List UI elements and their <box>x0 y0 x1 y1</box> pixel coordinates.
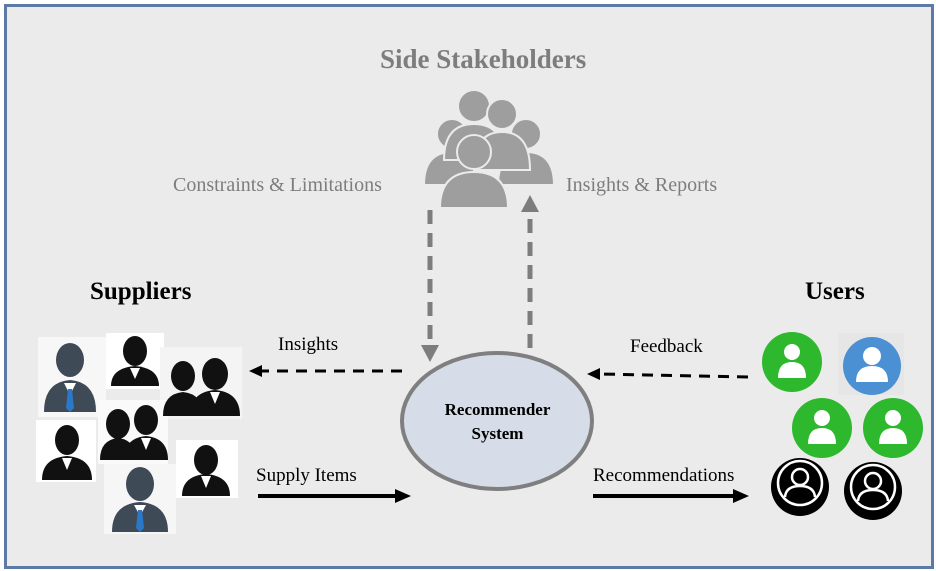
recommender-system-node <box>400 351 594 491</box>
supplier-pair-icon <box>100 405 168 460</box>
supply-items-label: Supply Items <box>256 465 357 486</box>
user-avatar-icon <box>844 462 902 520</box>
stakeholders-group-icon <box>422 89 556 209</box>
feedback-arrowhead <box>587 368 600 380</box>
user-avatar-icon <box>838 333 904 395</box>
suppliers-collage <box>36 333 242 534</box>
user-avatar-icon <box>863 398 923 458</box>
insights-label: Insights <box>278 334 339 355</box>
constraints-arrowhead <box>421 345 439 362</box>
insights-arrowhead <box>249 365 262 377</box>
feedback-label: Feedback <box>630 336 703 357</box>
user-avatar-icon <box>762 332 822 392</box>
supplier-avatar-icon <box>44 343 96 412</box>
side-stakeholders-title: Side Stakeholders <box>380 44 587 74</box>
recommendations-label: Recommendations <box>593 465 735 486</box>
users-collage <box>762 332 923 520</box>
recommender-line1: Recommender <box>444 400 551 419</box>
recommender-system-label: Recommender System <box>400 352 595 492</box>
recommender-line2: System <box>471 424 524 443</box>
supplier-avatar-icon <box>182 445 230 496</box>
users-title: Users <box>805 278 865 305</box>
recommendations-arrowhead <box>733 489 749 503</box>
supplier-avatar-icon <box>112 467 168 532</box>
supplier-pair-icon <box>163 358 240 416</box>
suppliers-title: Suppliers <box>90 278 192 305</box>
constraints-label: Constraints & Limitations <box>173 174 382 196</box>
feedback-arrow <box>599 372 749 379</box>
supply-items-arrowhead <box>395 489 411 503</box>
supplier-avatar-icon <box>111 336 159 386</box>
user-avatar-icon <box>771 458 829 516</box>
user-avatar-icon <box>792 398 852 458</box>
supplier-avatar-icon <box>42 425 92 480</box>
insights-reports-arrowhead <box>521 195 539 212</box>
insights-reports-label: Insights & Reports <box>566 174 718 196</box>
